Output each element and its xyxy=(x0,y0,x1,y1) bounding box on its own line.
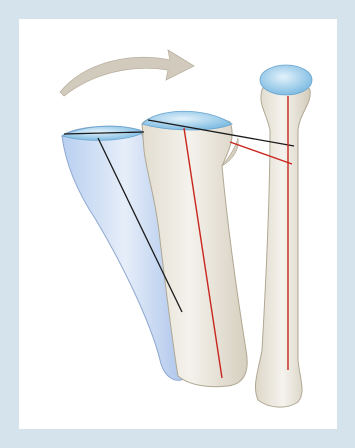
rotation-arrow-icon xyxy=(60,50,194,96)
thin-bone xyxy=(255,65,312,407)
